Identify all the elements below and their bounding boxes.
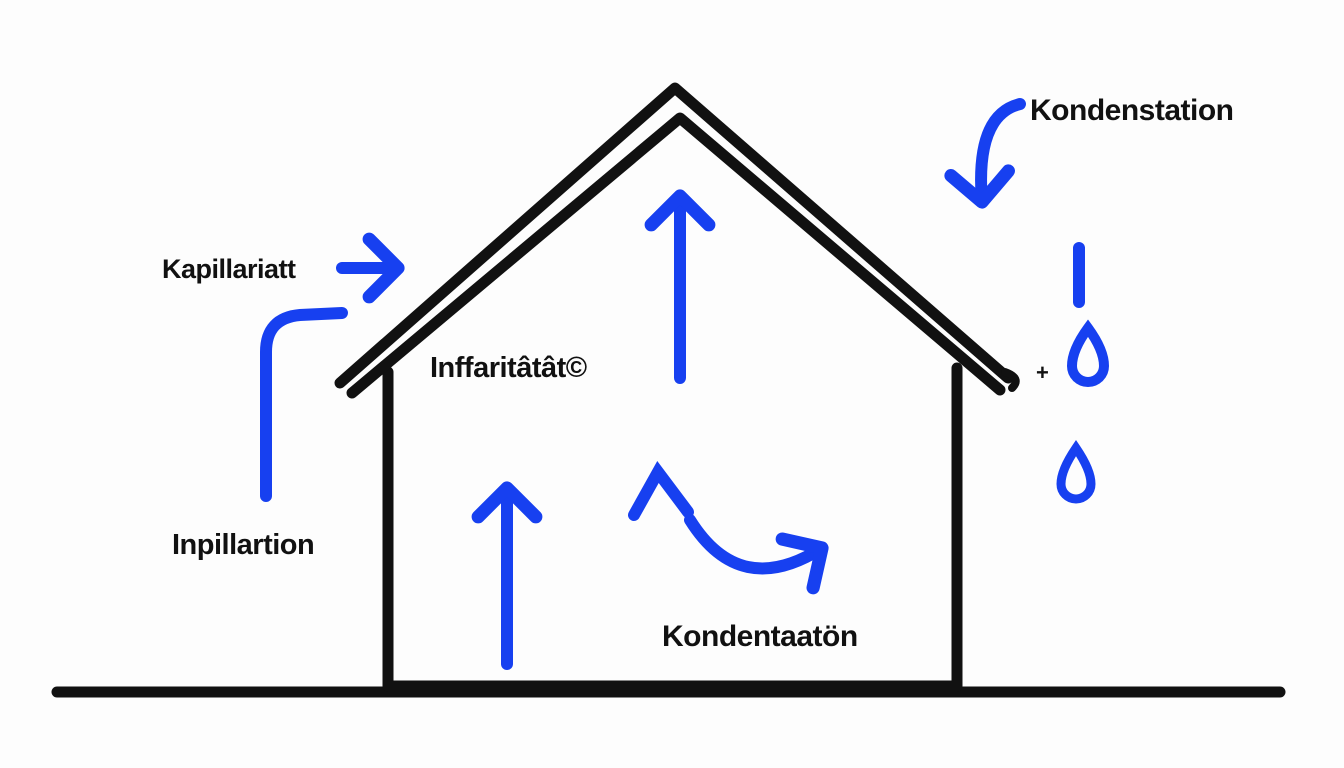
condensation-cycle-head xyxy=(628,461,694,521)
roof-inner xyxy=(346,112,1006,399)
roof-eave-curl xyxy=(1001,368,1020,392)
plus-sign: + xyxy=(1036,360,1049,385)
condensation-cycle-arrow xyxy=(684,514,829,595)
label-infiltration: Inpillartion xyxy=(172,529,315,561)
capillary-rise-path xyxy=(260,307,348,502)
label-inffaritat: Inffaritâtât© xyxy=(430,352,587,384)
kondensation-top-arrow xyxy=(944,98,1026,209)
house-walls xyxy=(382,362,963,692)
roof-outer xyxy=(334,82,1014,389)
water-drop-icon xyxy=(1066,319,1110,387)
water-drop-icon xyxy=(1056,440,1096,504)
label-kondensation-top: Kondenstation xyxy=(1030,94,1234,127)
label-kapillaritat: Kapillariatt xyxy=(162,254,296,284)
label-kondensation-bottom: Kondentaatön xyxy=(662,620,858,653)
